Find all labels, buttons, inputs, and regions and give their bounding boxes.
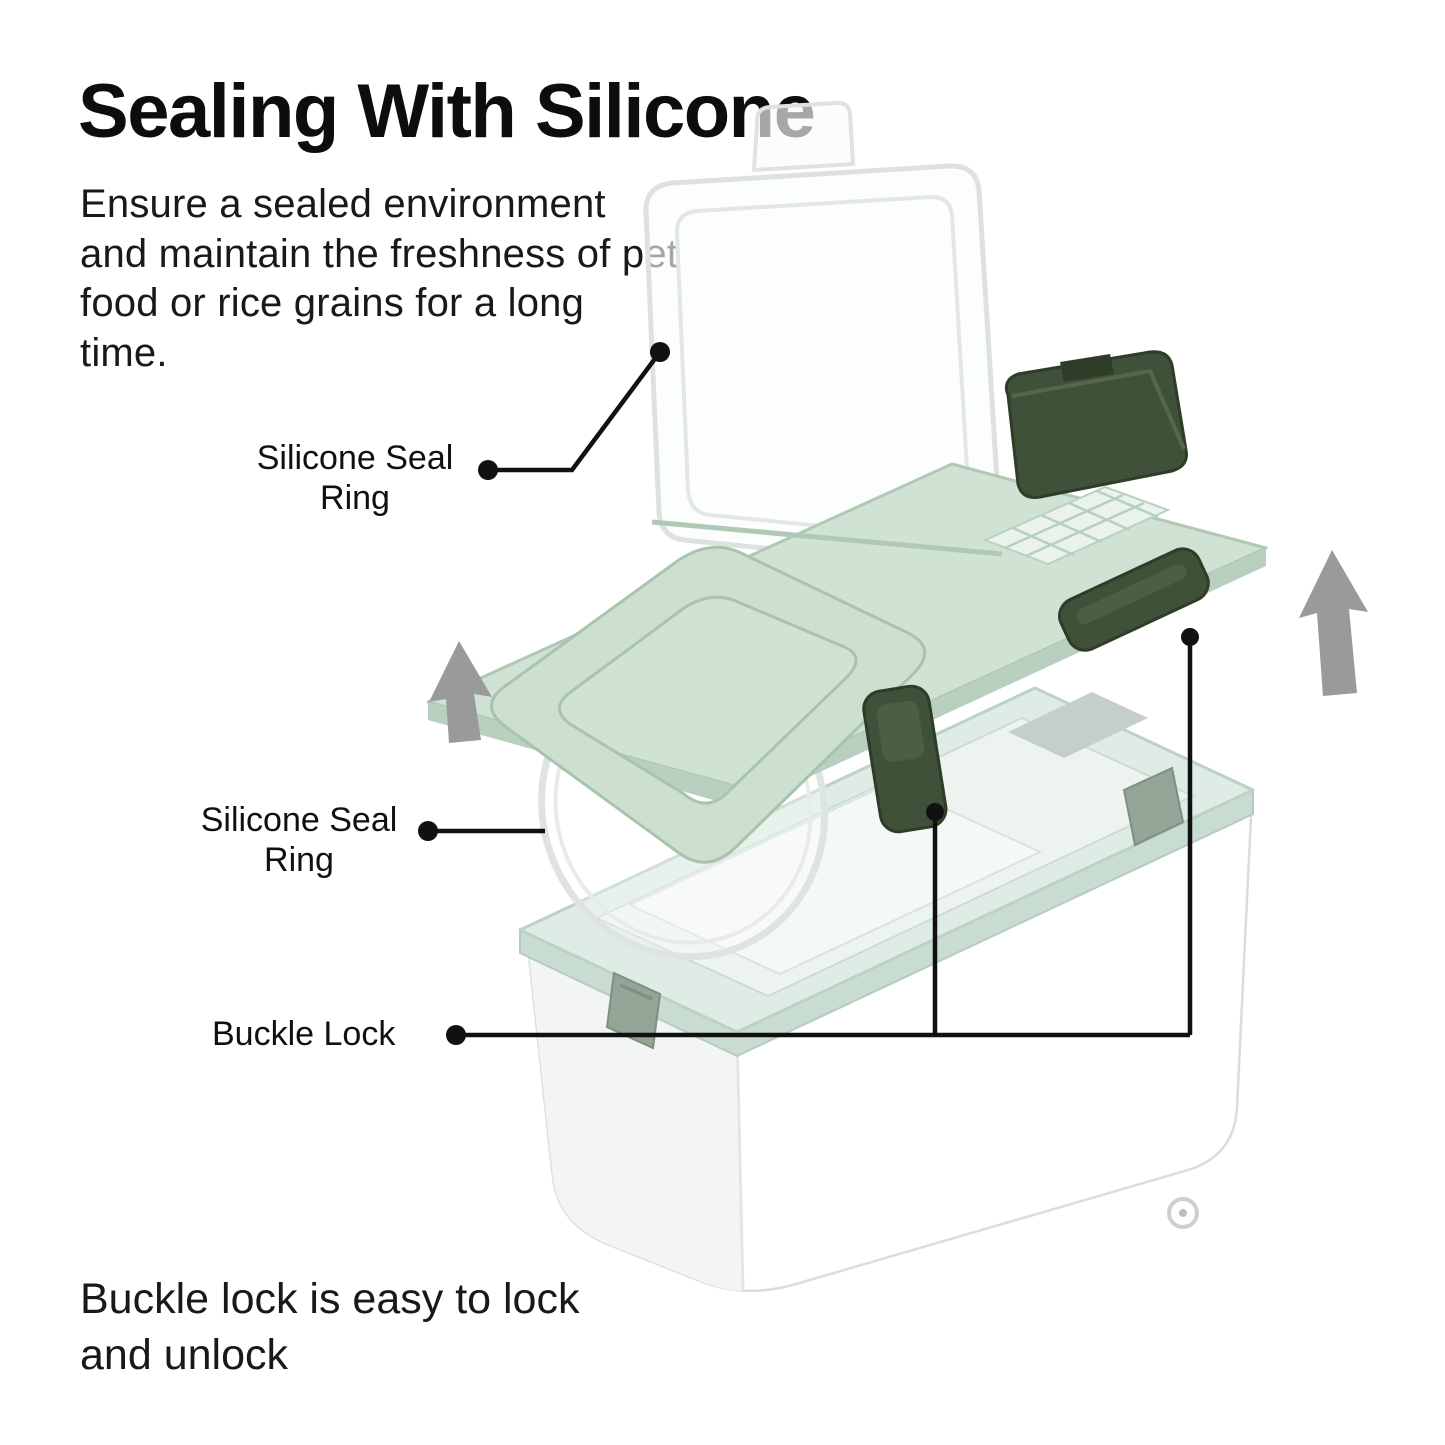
buckle-lock-right bbox=[1058, 547, 1210, 652]
flip-lid-tab bbox=[752, 100, 855, 172]
callout-lines bbox=[428, 350, 1193, 1038]
lid-clamp-left bbox=[605, 971, 662, 1050]
callout-dots bbox=[418, 342, 1199, 1045]
flip-lid-inner-outline bbox=[674, 194, 973, 541]
footer-note: Buckle lock is easy to lock and unlock bbox=[80, 1275, 580, 1379]
buckle-lock-middle bbox=[862, 684, 948, 834]
intro-text: Ensure a sealed environment and maintain… bbox=[80, 182, 679, 375]
flip-lid bbox=[643, 100, 1004, 573]
container-lid-recess bbox=[1008, 692, 1148, 758]
wheel-hub bbox=[1179, 1209, 1187, 1217]
lifted-lid-assembly bbox=[426, 100, 1268, 961]
strainer bbox=[982, 485, 1171, 566]
seal-frame bbox=[490, 545, 927, 864]
callout-label-buckle-lock: Buckle Lock bbox=[212, 1015, 396, 1053]
lid-clamp-left-groove bbox=[619, 983, 653, 1001]
lid-hinge-line bbox=[651, 519, 1003, 557]
lid-clamp-right bbox=[1122, 766, 1185, 847]
container-front-edge bbox=[735, 1030, 745, 1291]
scoop-handle bbox=[1060, 354, 1114, 382]
flip-lid-panel bbox=[643, 163, 1004, 573]
up-arrow-icon bbox=[429, 641, 492, 743]
page-title: Sealing With Silicone bbox=[78, 69, 816, 154]
callout-label-silicone-seal-ring-bottom: Silicone Seal Ring bbox=[200, 801, 398, 880]
up-arrow-icon bbox=[1299, 550, 1368, 696]
callout-label-silicone-seal-ring-top: Silicone Seal Ring bbox=[256, 439, 454, 518]
callout-line-seal-top bbox=[488, 350, 662, 473]
scoop bbox=[1004, 350, 1188, 499]
lid-plate-edge bbox=[428, 548, 1266, 808]
